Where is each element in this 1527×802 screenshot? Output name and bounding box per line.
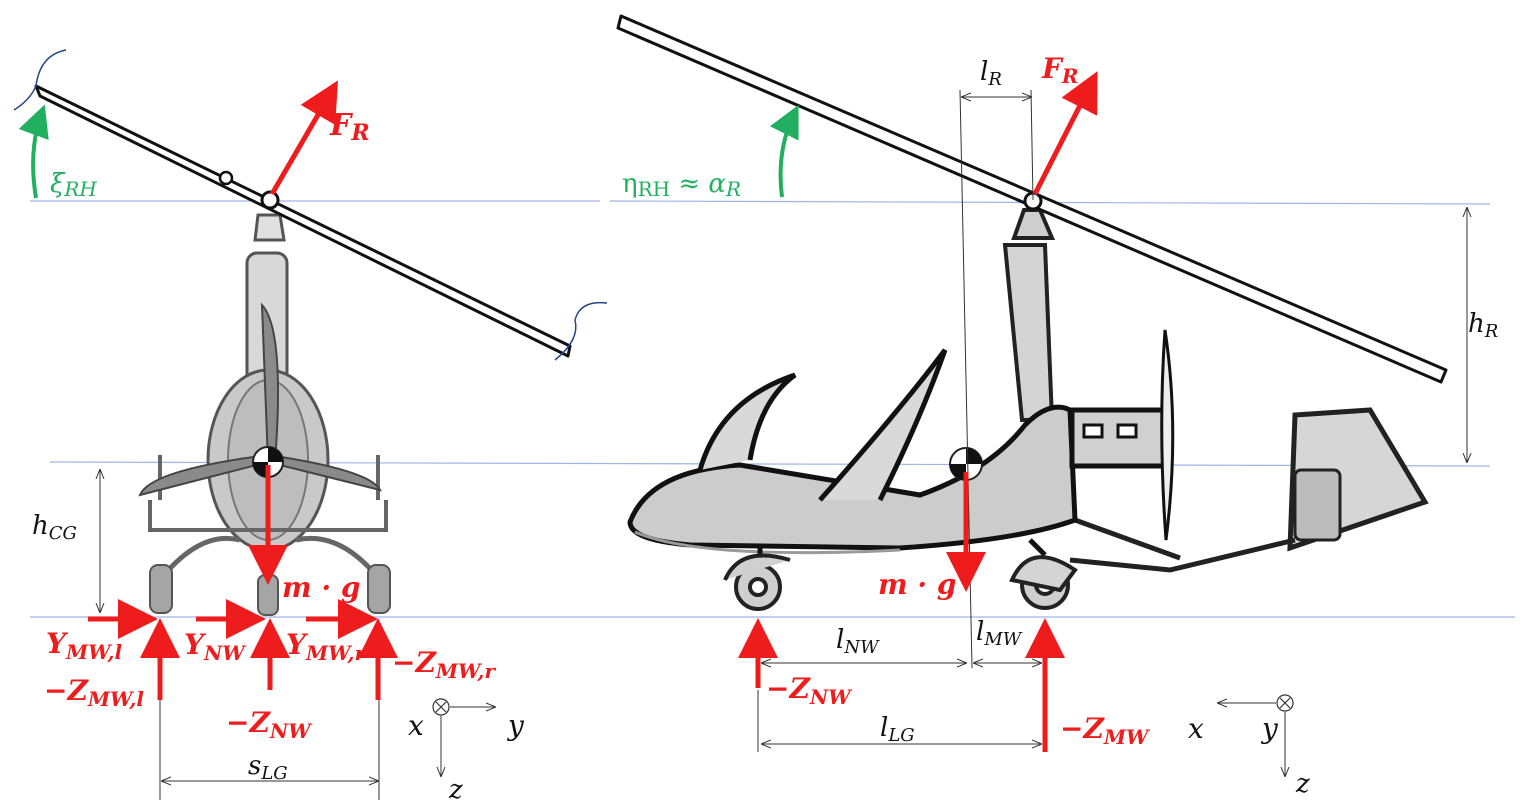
front-axis-y-label: y (506, 709, 525, 742)
front-axis-z-label: z (448, 775, 463, 802)
rotor-force-label-front: FR (329, 108, 370, 146)
side-axis-z-label: z (1295, 769, 1310, 799)
rotor-force-label-side: FR (1041, 52, 1079, 88)
eta-angle-arc (769, 104, 799, 198)
side-tail (1069, 407, 1429, 573)
center-of-gravity-symbol (252, 446, 284, 478)
rotor-force-arrow-side (1032, 71, 1098, 196)
nose-wheel-distance-label: lNW (836, 625, 880, 658)
side-wheels (723, 553, 1078, 611)
front-axes: x y z (408, 698, 525, 802)
side-view: ηRH ≈ αR FR lR hR m · g −ZNW −ZMW (616, 14, 1498, 799)
front-rotor-blade (13, 49, 608, 361)
front-view: ξRH FR m · g hCG YMW,l YNW YMW,r (13, 49, 608, 802)
side-rotor-blade (616, 14, 1448, 384)
front-axis-x-label: x (408, 709, 424, 742)
wheelbase-label: lLG (880, 713, 915, 746)
z-nw-label-front: −ZNW (226, 706, 313, 743)
side-axis-y-label: y (1260, 712, 1279, 745)
rotor-offset-label: lR (980, 57, 1002, 90)
y-mw-left-label: YMW,l (46, 627, 122, 664)
z-nw-label-side: −ZNW (766, 672, 853, 709)
side-axis-x-label: x (1188, 712, 1204, 745)
track-width-label: sLG (248, 751, 288, 784)
rotor-height-label: hR (1468, 309, 1498, 342)
y-nw-label: YNW (184, 628, 247, 665)
gravity-label-side: m · g (878, 568, 956, 601)
z-mw-right-label: −ZMW,r (392, 646, 496, 683)
front-fuselage (138, 213, 391, 616)
rotor-offset-ext (1030, 89, 1034, 201)
y-mw-right-label: YMW,r (286, 628, 366, 665)
main-wheel-distance-label: lMW (976, 617, 1023, 650)
side-axes: x y z (1188, 694, 1310, 799)
side-mast (1002, 208, 1056, 422)
gravity-label-front: m · g (282, 571, 360, 604)
xi-angle-arc (18, 104, 49, 199)
rotor-force-arrow-front (269, 80, 339, 196)
z-mw-left-label: −ZMW,l (44, 674, 144, 711)
xi-angle-label: ξRH (50, 169, 97, 201)
cg-height-label: hCG (32, 511, 77, 544)
z-mw-label-side: −ZMW (1060, 712, 1151, 749)
eta-alpha-label: ηRH ≈ αR (622, 169, 741, 201)
side-fuselage (627, 329, 1175, 565)
